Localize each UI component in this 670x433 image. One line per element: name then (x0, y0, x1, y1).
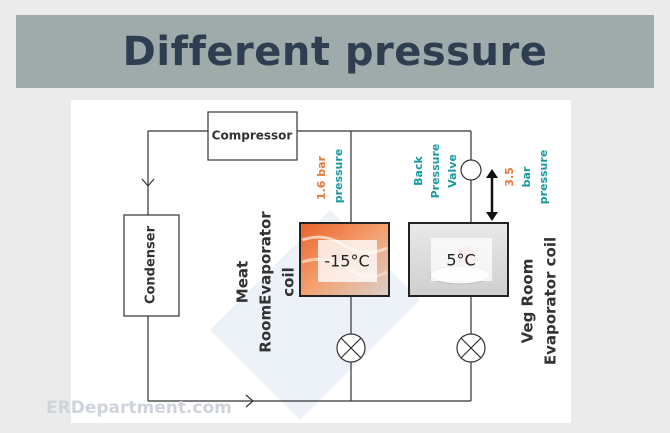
meat-temp-backdrop (318, 240, 377, 282)
watermark-text: ERDepartment.com (46, 398, 232, 418)
back-valve-label-line1: Back (412, 156, 425, 186)
back-valve-label-line2: Pressure (429, 144, 442, 199)
veg-coil-label-line1: Veg Room (519, 259, 537, 344)
back-pressure-valve-icon (460, 159, 482, 181)
pipe-lines (147, 130, 472, 402)
title-banner: Different pressure (16, 15, 654, 88)
condenser-box (123, 214, 180, 317)
veg-expansion-valve-icon (456, 333, 486, 363)
veg-coil-label-line2: Evaporator coil (542, 237, 560, 365)
veg-pressure-value: 3.5 (503, 167, 516, 187)
veg-temperature: 5°C (446, 251, 475, 270)
veg-temp-backdrop (431, 238, 492, 281)
compressor-box (207, 111, 298, 161)
condenser-label: Condenser (144, 225, 159, 304)
meat-temperature: -15°C (324, 252, 369, 271)
meat-pressure-unit: pressure (332, 149, 345, 204)
flow-arrow-icon (141, 178, 155, 187)
meat-coil-label-line1: Meat (234, 261, 252, 303)
compressor-label: Compressor (212, 129, 293, 143)
meat-coil-label-line3: coil (280, 267, 298, 296)
page-title: Different pressure (122, 28, 548, 75)
meat-pressure-value: 1.6 bar (315, 155, 328, 200)
pressure-difference-arrow-icon (486, 169, 498, 221)
veg-pressure-unit-line1: bar (520, 166, 533, 187)
flow-arrow-icon (245, 394, 254, 408)
veg-pressure-unit-line2: pressure (537, 150, 550, 205)
back-valve-label-line3: Valve (446, 154, 459, 188)
meat-expansion-valve-icon (336, 333, 366, 363)
meat-coil-label-line2: RoomEvaporator (257, 211, 275, 353)
